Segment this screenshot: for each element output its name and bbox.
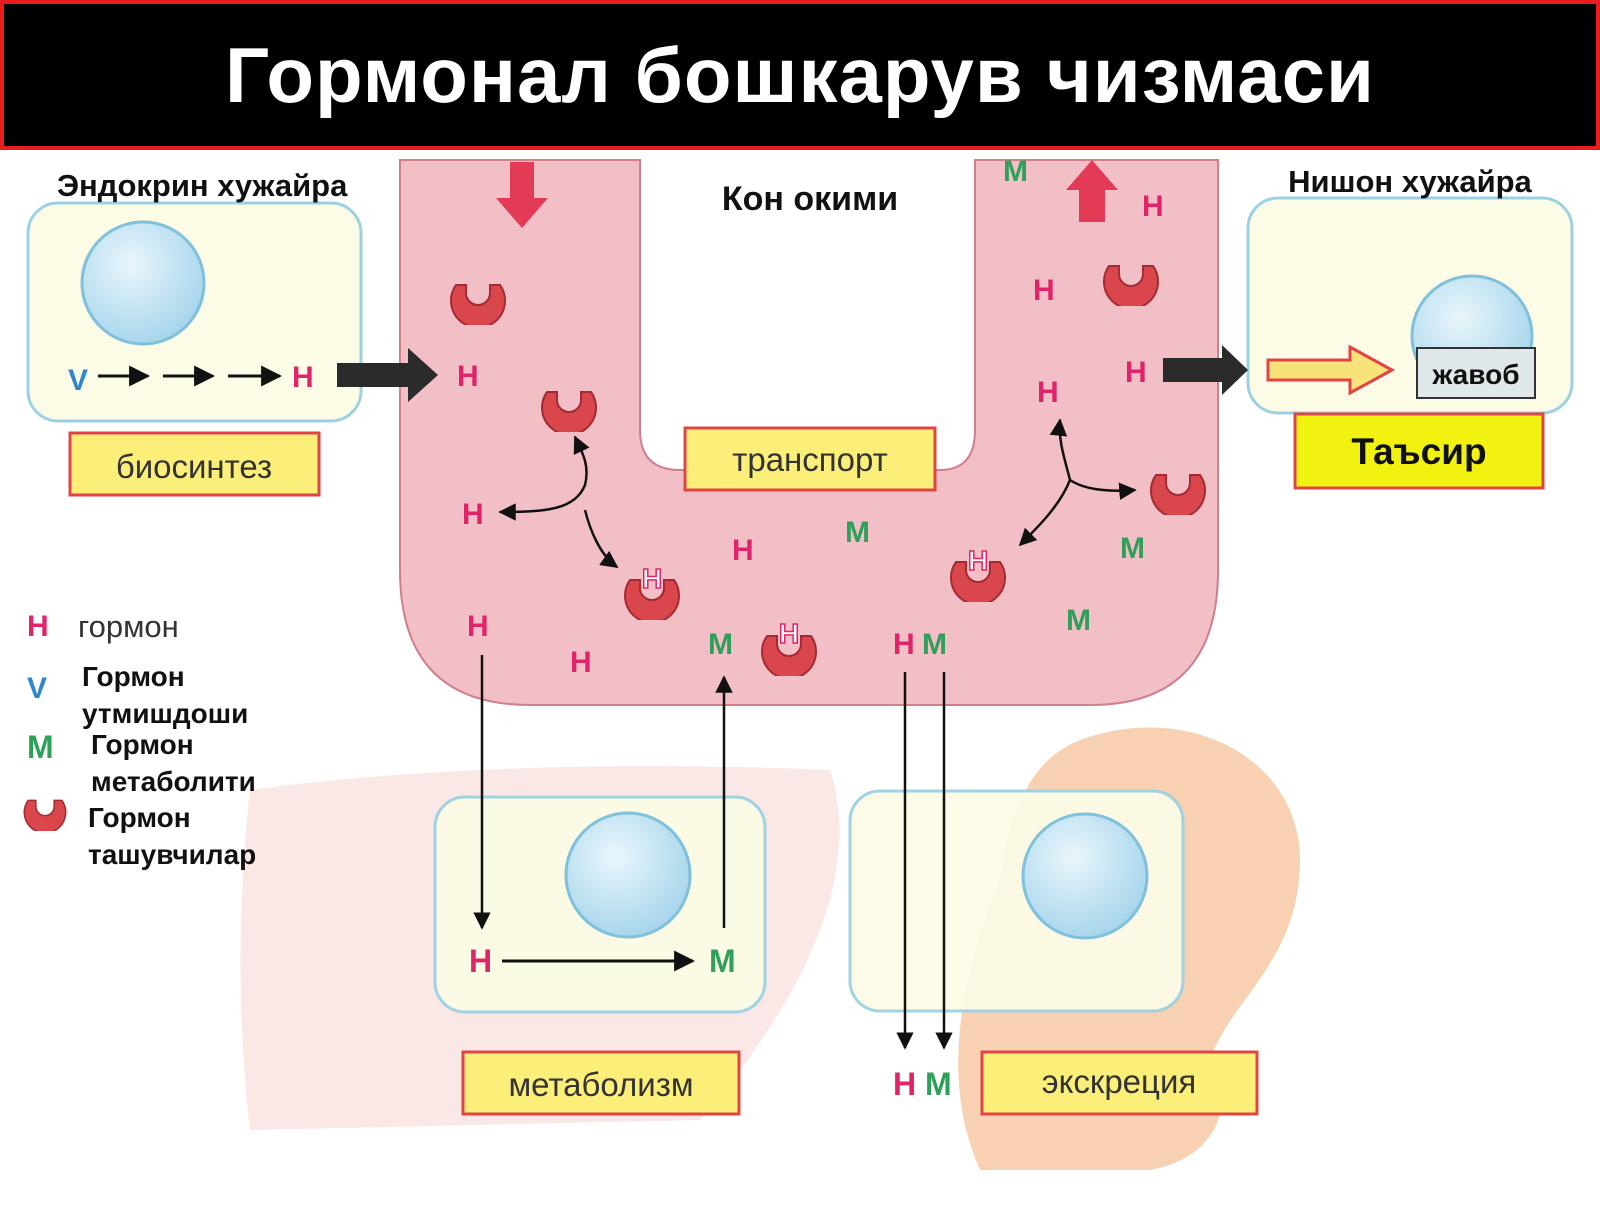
liver-nucleus	[564, 811, 692, 939]
title-bar: Гормонал бошкарув чизмаси	[0, 0, 1600, 150]
legend-hormone-symbol: H	[27, 610, 49, 643]
bound-hormone: H	[968, 545, 988, 576]
free-hormone: H	[893, 628, 915, 661]
binding-arrow	[1069, 478, 1137, 500]
diagram: Эндокрин хужайра Кон окими Нишон хужайра…	[0, 150, 1600, 1200]
free-hormone: H	[732, 534, 754, 567]
metabolite: M	[1066, 604, 1091, 637]
free-hormone: H	[1033, 274, 1055, 307]
diagram-svg: Эндокрин хужайра Кон окими Нишон хужайра…	[23, 155, 1574, 1170]
endocrine-nucleus	[80, 220, 206, 346]
excretion-label-box	[980, 1050, 1259, 1116]
target-cell-heading: Нишон хужайра	[1288, 164, 1532, 199]
binding-arrow	[1018, 479, 1072, 547]
legend-precursor-symbol: V	[27, 672, 47, 705]
binding-arrow	[583, 509, 619, 569]
legend-carrier-text-2: ташувчилар	[88, 839, 256, 870]
blood-vessel	[399, 159, 1219, 706]
endocrine-cell-heading: Эндокрин хужайра	[57, 168, 348, 203]
bound-hormone: H	[642, 563, 662, 594]
precursor-symbol: V	[68, 364, 88, 397]
liver-hormone: H	[469, 943, 492, 979]
metabolite: M	[1120, 532, 1145, 565]
effect-label: Таъсир	[1351, 431, 1486, 472]
legend-precursor-text-1: Гормон	[82, 661, 185, 692]
metabolism-label-box	[461, 1050, 741, 1116]
outflow-arrow-icon	[1066, 160, 1118, 222]
legend-precursor-text-2: утмишдоши	[82, 698, 248, 729]
legend-hormone-text: гормон	[78, 609, 179, 644]
free-hormone: H	[462, 498, 484, 531]
transport-label: транспорт	[732, 441, 888, 478]
blood-flow-heading: Кон окими	[722, 180, 898, 218]
legend-metabolite-symbol: M	[27, 729, 54, 765]
secretion-arrow-icon	[337, 348, 438, 402]
free-hormone: H	[467, 610, 489, 643]
binding-arrow	[498, 435, 590, 521]
excreted-hormone: H	[893, 1066, 916, 1102]
free-hormone: H	[1142, 190, 1164, 223]
legend-metabolite-text-1: Гормон	[91, 729, 194, 760]
metabolite: M	[708, 628, 733, 661]
free-hormone: H	[1125, 356, 1147, 389]
legend: H гормон V Гормон утмишдоши M Гормон мет…	[23, 609, 256, 870]
synthesized-hormone: H	[292, 361, 314, 394]
free-hormone: H	[570, 646, 592, 679]
free-hormone: H	[457, 360, 479, 393]
effect-label-box	[1293, 412, 1545, 490]
effect-arrow-icon	[1163, 345, 1248, 395]
response-label: жавоб	[1431, 359, 1519, 390]
legend-metabolite-text-2: метаболити	[91, 766, 256, 797]
excretion-label: экскреция	[1042, 1063, 1197, 1100]
binding-arrow	[1049, 418, 1072, 481]
metabolite: M	[922, 628, 947, 661]
biosynthesis-label: биосинтез	[116, 448, 272, 485]
legend-carrier-icon	[23, 799, 67, 831]
response-label-box	[1416, 347, 1536, 399]
metabolism-label: метаболизм	[508, 1066, 693, 1103]
legend-carrier-text-1: Гормон	[88, 802, 191, 833]
inflow-arrow-icon	[496, 162, 548, 228]
free-hormone: H	[1037, 376, 1059, 409]
transport-label-box	[683, 426, 937, 492]
bound-hormone: H	[779, 618, 799, 649]
liver-metabolite: M	[709, 943, 736, 979]
response-arrow-icon	[1266, 344, 1396, 396]
page-title: Гормонал бошкарув чизмаси	[225, 30, 1375, 119]
biosynthesis-label-box	[68, 431, 321, 497]
excreted-metabolite: M	[925, 1066, 952, 1102]
kidney-nucleus	[1021, 812, 1149, 940]
metabolite: M	[1003, 155, 1028, 188]
metabolite: M	[845, 516, 870, 549]
